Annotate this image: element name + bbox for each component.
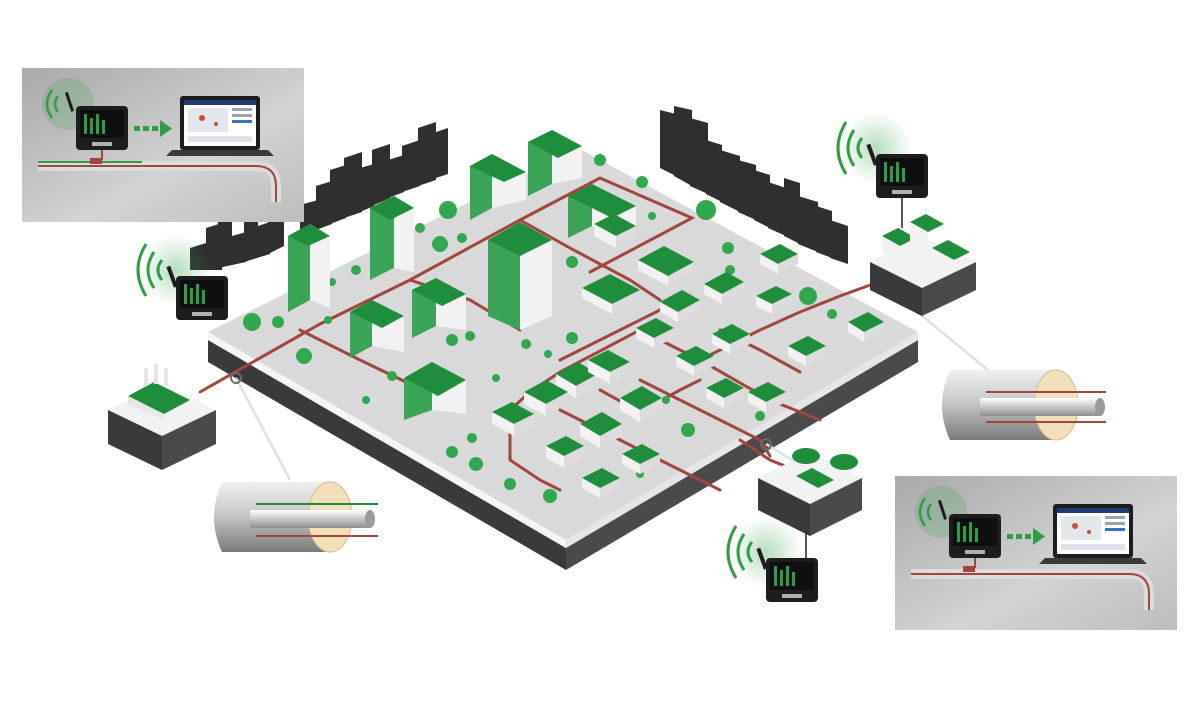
house-23 (594, 214, 636, 248)
plant-bottom (758, 448, 862, 536)
house-1 (582, 274, 640, 314)
house-14 (556, 362, 598, 398)
panel-logger-icon (64, 91, 128, 160)
house-9 (676, 346, 714, 376)
house-3 (660, 290, 700, 322)
tower-g (350, 300, 404, 358)
logger-left (136, 234, 228, 320)
logger-right (836, 112, 928, 228)
laptop-dashboard-icon (166, 96, 274, 156)
house-15 (588, 350, 630, 384)
panel-pipe (38, 158, 281, 202)
house-12 (706, 378, 744, 408)
tower-h (404, 362, 466, 420)
house-4 (704, 272, 744, 304)
house-11 (848, 312, 884, 342)
arrow-right-icon (1007, 528, 1045, 545)
panel-pipe (911, 566, 1154, 610)
trees (243, 154, 837, 503)
tall-buildings (288, 130, 636, 420)
tower-a (288, 224, 330, 312)
laptop-dashboard-icon (1039, 504, 1147, 564)
house-6 (756, 286, 792, 314)
plant-right-top (870, 214, 976, 316)
house-13 (748, 382, 786, 412)
low-houses (492, 214, 884, 498)
house-19 (580, 412, 622, 448)
skyline-right (660, 106, 848, 264)
inset-panel-top-left (22, 68, 304, 222)
house-20 (546, 436, 584, 468)
house-18 (620, 386, 662, 422)
pipe-section-right (942, 369, 1106, 441)
house-7 (636, 318, 674, 348)
house-22 (582, 468, 620, 498)
house-21 (622, 444, 660, 474)
logger-bottom (726, 516, 818, 602)
tower-d (528, 130, 582, 196)
house-16 (524, 380, 568, 416)
skyline-left (190, 122, 448, 270)
tower-c (470, 154, 526, 220)
house-2 (638, 246, 694, 286)
plant-left (108, 364, 216, 470)
inset-panel-bottom-right (895, 476, 1177, 630)
house-5 (760, 244, 798, 274)
tower-f (412, 278, 466, 338)
panel-logger-icon (937, 499, 1001, 568)
house-10 (788, 336, 826, 366)
arrow-right-icon (134, 120, 172, 137)
house-8 (712, 324, 750, 354)
pipe-section-left (214, 481, 378, 553)
house-17 (492, 402, 534, 436)
tower-e (488, 222, 552, 330)
tower-b (370, 196, 414, 280)
